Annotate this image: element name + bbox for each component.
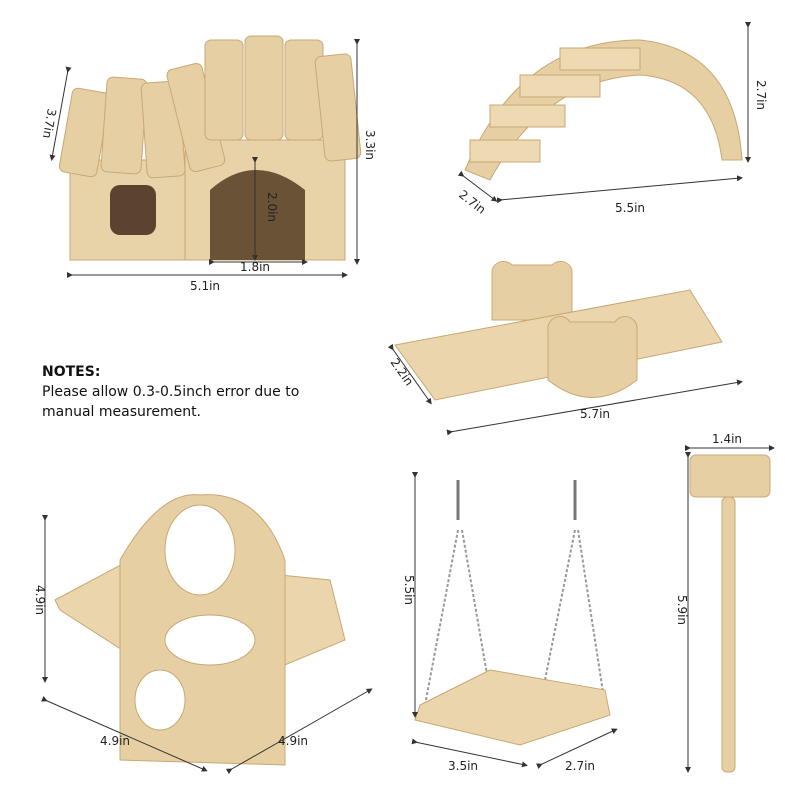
notes-line-2: manual measurement.	[42, 404, 202, 420]
wooden-arch-bridge	[457, 22, 751, 204]
house-height-label: 3.3in	[363, 130, 377, 160]
bridge-height-label: 2.7in	[754, 80, 768, 110]
wooden-cross-tunnel	[41, 494, 373, 775]
hammer-length-label: 5.9in	[675, 595, 689, 625]
swing-depth-label: 2.7in	[565, 759, 595, 773]
house-door-width-label: 1.8in	[240, 260, 270, 274]
wooden-house	[49, 35, 362, 278]
house-roof-height-label: 3.7in	[40, 107, 59, 139]
notes-line-1: Please allow 0.3-0.5inch error due to	[42, 384, 300, 400]
notes-title: NOTES:	[42, 364, 101, 380]
seesaw-length-label: 5.7in	[580, 407, 610, 421]
tunnel-depth-label: 4.9in	[278, 734, 308, 748]
hanging-swing	[411, 472, 618, 769]
tunnel-height-label: 4.9in	[33, 585, 47, 615]
house-door-height-label: 2.0in	[265, 192, 279, 222]
wooden-seesaw	[387, 261, 743, 436]
hammer-head-width-label: 1.4in	[712, 432, 742, 446]
bridge-length-label: 5.5in	[615, 201, 645, 215]
wooden-hammer	[685, 445, 775, 773]
notes-block: NOTES: Please allow 0.3-0.5inch error du…	[42, 362, 299, 422]
swing-height-label: 5.5in	[402, 575, 416, 605]
swing-width-label: 3.5in	[448, 759, 478, 773]
house-width-label: 5.1in	[190, 279, 220, 293]
tunnel-width-label: 4.9in	[100, 734, 130, 748]
